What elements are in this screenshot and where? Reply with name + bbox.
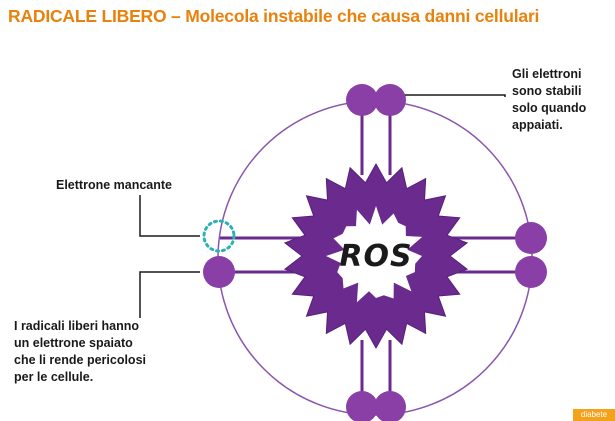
ros-label: ROS xyxy=(339,239,412,274)
annotation-missing: Elettrone mancante xyxy=(56,178,173,192)
annotation-paired: Gli elettroni sono stabili solo quando a… xyxy=(512,66,586,134)
annotation-unpaired: I radicali liberi hanno un elettrone spa… xyxy=(14,318,146,386)
annotation-line: per le cellule. xyxy=(14,370,94,384)
electron xyxy=(346,84,378,116)
ros-burst xyxy=(326,206,423,303)
corner-logo: diabete xyxy=(573,409,615,421)
electron xyxy=(515,222,547,254)
unpaired-electron xyxy=(203,256,235,288)
annotation-line: Gli elettroni xyxy=(512,67,582,81)
missing-electron xyxy=(202,219,236,253)
callout-line-unpaired xyxy=(139,271,200,318)
electron xyxy=(515,256,547,288)
annotation-line: un elettrone spaiato xyxy=(14,336,133,350)
annotation-line: solo quando xyxy=(512,101,587,115)
page-title: RADICALE LIBERO – Molecola instabile che… xyxy=(8,6,540,26)
callout-line-missing xyxy=(139,195,200,237)
annotation-line: che li rende pericolosi xyxy=(14,353,146,367)
electron xyxy=(346,391,378,421)
electron xyxy=(374,84,406,116)
annotation-line: appaiati. xyxy=(512,118,563,132)
annotation-line: sono stabili xyxy=(512,84,582,98)
annotation-line: I radicali liberi hanno xyxy=(14,319,140,333)
callout-line-paired xyxy=(405,94,506,97)
electron xyxy=(374,391,406,421)
